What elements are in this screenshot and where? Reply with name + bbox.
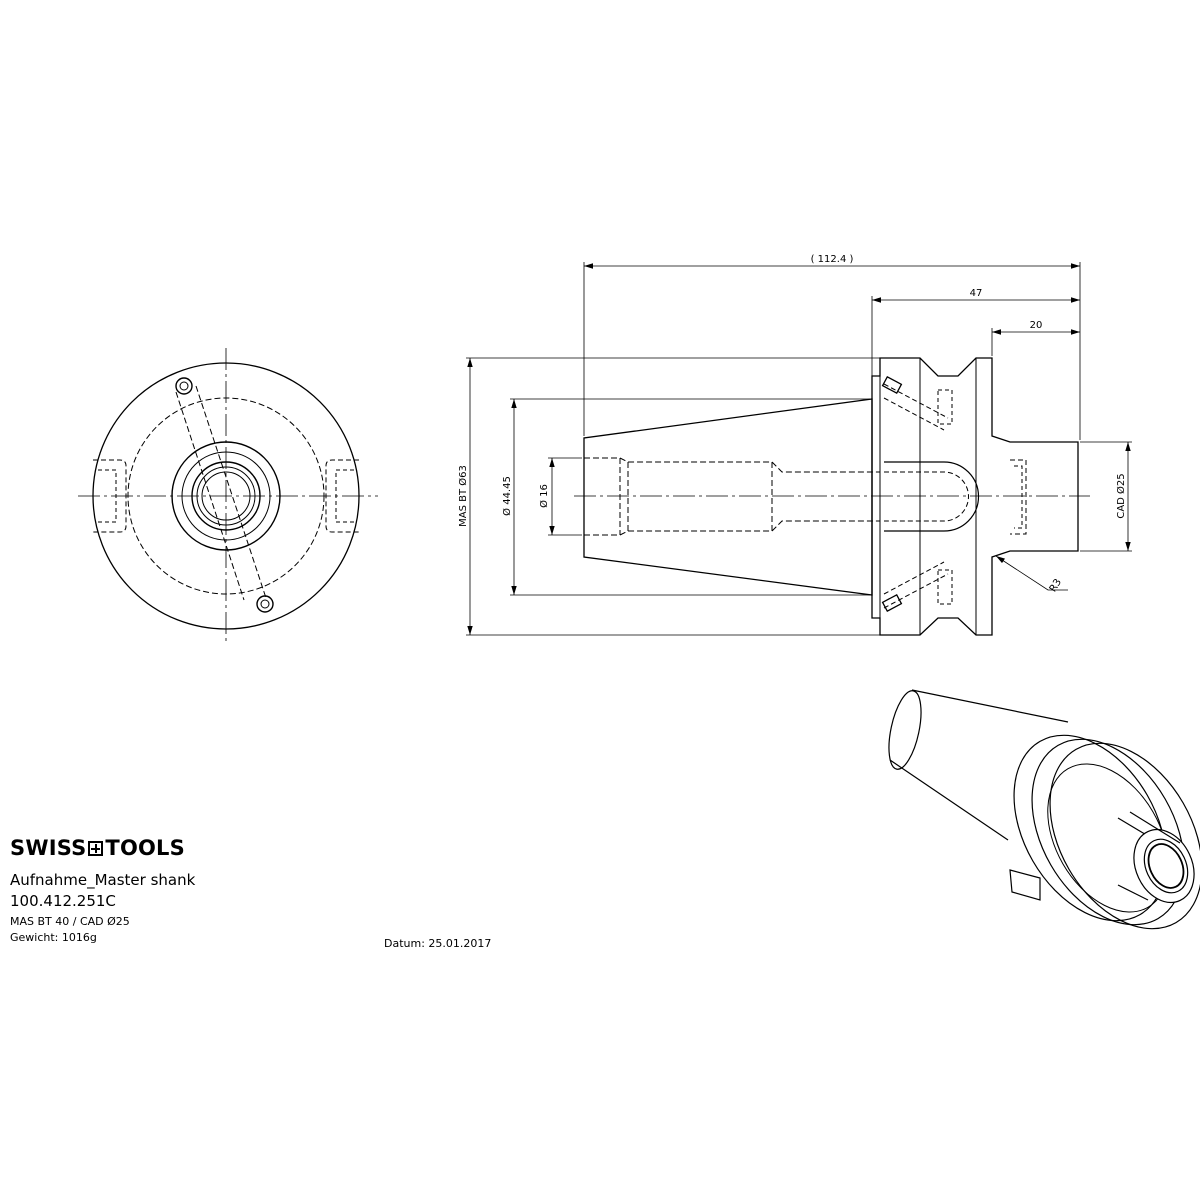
dim-bore-diameter: Ø 16 [538,484,550,508]
specification: MAS BT 40 / CAD Ø25 [10,915,130,928]
isometric-view [888,689,1200,930]
drawing-date: Datum: 25.01.2017 [384,937,492,950]
dim-overall-length: ( 112.4 ) [811,254,854,265]
dimension-labels: ( 112.4 ) 47 20 MAS BT Ø63 Ø 44.45 Ø 16 … [457,254,1127,594]
logo-text-left: SWISS [10,836,87,860]
dim-taper-diameter: Ø 44.45 [501,476,513,516]
weight: Gewicht: 1016g [10,931,97,944]
dim-radius: R3 [1048,577,1064,594]
drawing-title: Aufnahme_Master shank [10,871,196,889]
swiss-cross-icon [88,840,104,856]
dimension-lines [466,262,1132,636]
side-view [574,357,1090,636]
dim-flange-to-end: 47 [970,288,983,299]
dim-flange-diameter: MAS BT Ø63 [457,465,469,527]
dim-shank-diameter: CAD Ø25 [1115,473,1127,518]
article-number: 100.412.251C [10,892,116,910]
swisstools-logo: SWISS TOOLS [10,835,195,861]
title-block: SWISS TOOLS Aufnahme_Master shank 100.41… [10,835,195,944]
dim-shank-length: 20 [1030,320,1043,331]
front-view [78,348,378,645]
logo-text-right: TOOLS [105,836,185,860]
